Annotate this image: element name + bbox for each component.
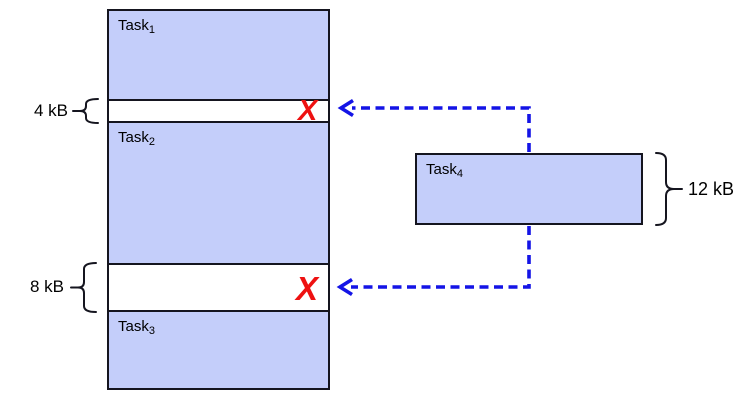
task3-block: Task3 (107, 310, 330, 390)
task4-subscript: 4 (456, 168, 463, 180)
task2-subscript: 2 (148, 136, 155, 148)
task1-name: Task (118, 17, 149, 34)
task1-block: Task1 (107, 9, 330, 101)
arrow-to-8kb-gap (336, 226, 531, 297)
reject-x-8kb: X (296, 270, 319, 307)
arrowhead-left-icon (336, 277, 353, 297)
task4-label: Task4 (426, 161, 463, 180)
task1-subscript: 1 (148, 24, 155, 36)
task2-label: Task2 (118, 129, 155, 148)
task4-block: Task4 (415, 153, 643, 225)
free-gap-4kb (107, 99, 330, 123)
task4-size-label: 12 kB (688, 179, 735, 199)
gap2-size-label: 8 kB (29, 277, 64, 296)
gap1-size-label: 4 kB (33, 101, 68, 120)
task4-name: Task (426, 161, 457, 178)
arrowhead-left-icon (337, 98, 354, 118)
task1-label: Task1 (118, 17, 155, 36)
reject-x-4kb: X (298, 95, 318, 127)
task3-name: Task (118, 318, 149, 335)
gap2-brace (70, 261, 100, 314)
gap1-brace (72, 97, 102, 125)
task2-name: Task (118, 129, 149, 146)
task4-size-brace (650, 149, 684, 229)
task3-subscript: 3 (148, 325, 155, 337)
task2-block: Task2 (107, 121, 330, 265)
arrow-to-4kb-gap (337, 98, 531, 152)
task3-label: Task3 (118, 318, 155, 337)
